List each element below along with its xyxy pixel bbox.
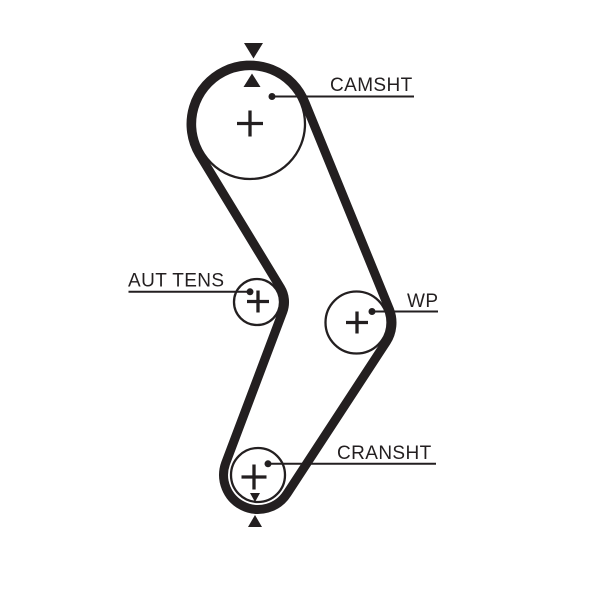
camshaft-label-group: CAMSHT bbox=[268, 75, 414, 100]
water-pump-label-group: WP bbox=[368, 291, 438, 315]
camshaft-timing-mark-up-icon bbox=[243, 73, 261, 87]
crankshaft-center-cross-icon bbox=[241, 464, 267, 490]
camshaft-timing-mark-down-icon bbox=[244, 43, 263, 59]
crankshaft-timing-mark-up-icon bbox=[248, 515, 262, 527]
camshaft-label: CAMSHT bbox=[330, 75, 413, 96]
tensioner-label-group: AUT TENS bbox=[128, 271, 254, 296]
tensioner-pulley-circle bbox=[232, 277, 282, 327]
timing-belt bbox=[186, 60, 397, 514]
water-pump-label: WP bbox=[407, 291, 438, 312]
tensioner-center-cross-icon bbox=[247, 290, 269, 313]
camshaft-center-cross-icon bbox=[237, 110, 263, 137]
crankshaft-label-group: CRANSHT bbox=[264, 443, 436, 468]
crankshaft-timing-mark-down-icon bbox=[250, 493, 260, 502]
water-pump-center-cross-icon bbox=[346, 311, 368, 334]
crankshaft-label: CRANSHT bbox=[337, 443, 432, 464]
tensioner-label: AUT TENS bbox=[128, 271, 224, 292]
water-pump-pulley-circle bbox=[324, 290, 389, 355]
crankshaft-pulley-circle bbox=[229, 446, 287, 504]
